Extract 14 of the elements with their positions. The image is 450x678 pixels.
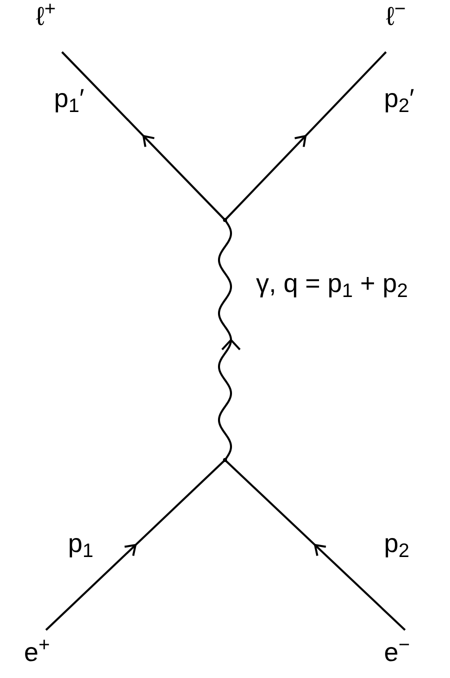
momentum-label: p$_{2}$′ bbox=[384, 82, 414, 114]
particle-label: ℓ$^{−}$ bbox=[386, 0, 406, 32]
particle-label: e$^{+}$ bbox=[24, 636, 50, 668]
fermion-line bbox=[224, 459, 406, 631]
momentum-label: p$_{2}$ bbox=[384, 527, 410, 559]
particle-label: ℓ$^{+}$ bbox=[36, 0, 56, 32]
momentum-label: p$_{1}$′ bbox=[54, 82, 84, 114]
momentum-label: γ, q = p$_{1}$ + p$_{2}$ bbox=[256, 267, 408, 299]
fermion-line bbox=[61, 51, 226, 221]
momentum-label: p$_{1}$ bbox=[68, 527, 94, 559]
wavy-photon-line bbox=[218, 219, 241, 461]
fermion-line bbox=[224, 51, 387, 221]
fermion-line bbox=[45, 459, 226, 631]
particle-label: e$^{−}$ bbox=[384, 636, 410, 668]
